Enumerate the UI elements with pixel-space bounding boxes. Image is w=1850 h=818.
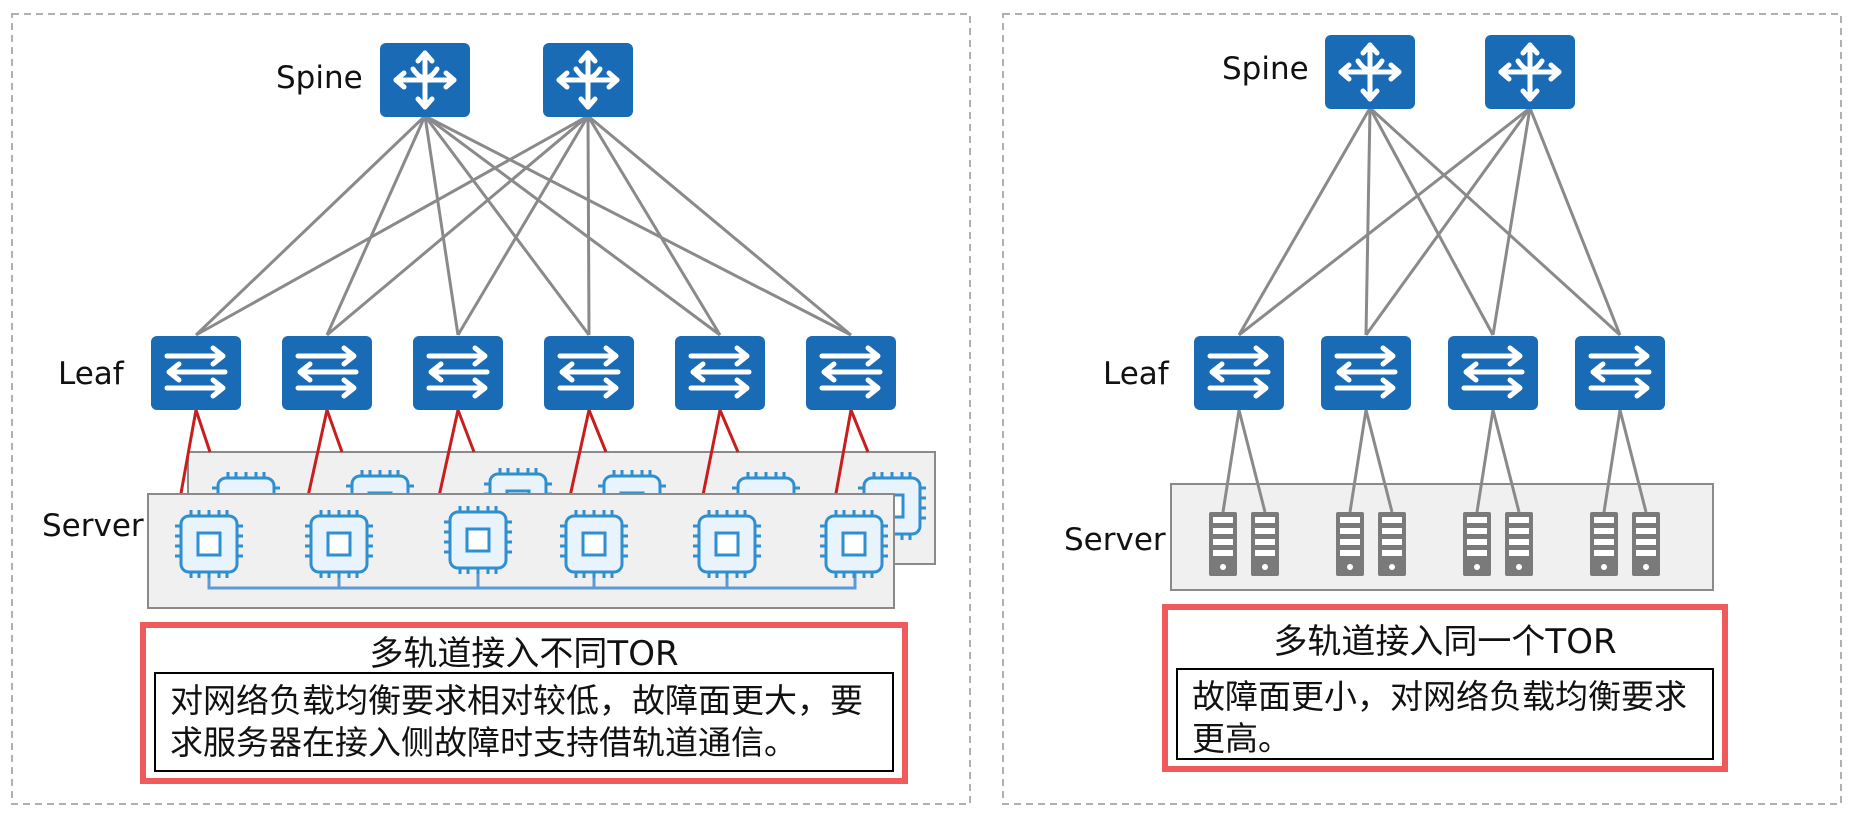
right-server-label: Server <box>1064 522 1166 558</box>
right-panel: Spine Leaf Server <box>1002 13 1842 805</box>
server-tower-icon <box>1505 512 1533 576</box>
chip-icon <box>303 508 375 580</box>
server-tower-icon <box>1336 512 1364 576</box>
chip-icon <box>558 508 630 580</box>
server-tower-icon <box>1463 512 1491 576</box>
right-leaf-label: Leaf <box>1103 356 1170 392</box>
left-panel: Spine Leaf Server <box>11 13 971 805</box>
left-caption-description: 对网络负载均衡要求相对较低，故障面更大，要求服务器在接入侧故障时支持借轨道通信。 <box>154 672 894 772</box>
switch-arrows-icon <box>413 336 503 410</box>
server-tower-icon <box>1590 512 1618 576</box>
chip-icon <box>173 508 245 580</box>
switch-arrows-icon <box>151 336 241 410</box>
left-server-label: Server <box>42 508 144 544</box>
server-tower-icon <box>1378 512 1406 576</box>
left-leaf-label: Leaf <box>58 356 125 392</box>
switch-arrows-icon <box>1194 336 1284 410</box>
router-arrows-icon <box>543 43 633 117</box>
switch-arrows-icon <box>1575 336 1665 410</box>
left-caption-title: 多轨道接入不同TOR <box>369 634 679 674</box>
router-arrows-icon <box>1325 35 1415 109</box>
left-caption-box: 多轨道接入不同TOR 对网络负载均衡要求相对较低，故障面更大，要求服务器在接入侧… <box>140 622 908 784</box>
switch-arrows-icon <box>806 336 896 410</box>
right-caption-title: 多轨道接入同一个TOR <box>1273 622 1617 662</box>
server-tower-icon <box>1209 512 1237 576</box>
chip-icon <box>691 508 763 580</box>
right-spine-switches <box>1325 35 1575 109</box>
switch-arrows-icon <box>1448 336 1538 410</box>
router-arrows-icon <box>1485 35 1575 109</box>
right-panel-frame <box>1002 13 1842 805</box>
right-caption-description: 故障面更小，对网络负载均衡要求更高。 <box>1176 668 1714 760</box>
left-panel-frame <box>11 13 971 805</box>
right-fabric-links <box>1237 106 1622 337</box>
right-caption-box: 多轨道接入同一个TOR 故障面更小，对网络负载均衡要求更高。 <box>1162 604 1728 772</box>
left-spine-switches <box>380 43 633 117</box>
chip-icon <box>442 504 514 576</box>
switch-arrows-icon <box>1321 336 1411 410</box>
switch-arrows-icon <box>282 336 372 410</box>
left-front-server-chassis <box>147 493 895 609</box>
server-tower-icon <box>1251 512 1279 576</box>
server-tower-icon <box>1632 512 1660 576</box>
router-arrows-icon <box>380 43 470 117</box>
right-spine-label: Spine <box>1222 51 1309 87</box>
switch-arrows-icon <box>544 336 634 410</box>
switch-arrows-icon <box>675 336 765 410</box>
left-fabric-links <box>194 114 852 337</box>
chip-icon <box>818 508 890 580</box>
right-leaf-switches <box>1194 336 1665 410</box>
right-access-links <box>1221 409 1648 513</box>
left-leaf-switches <box>151 336 896 410</box>
left-spine-label: Spine <box>276 60 363 96</box>
